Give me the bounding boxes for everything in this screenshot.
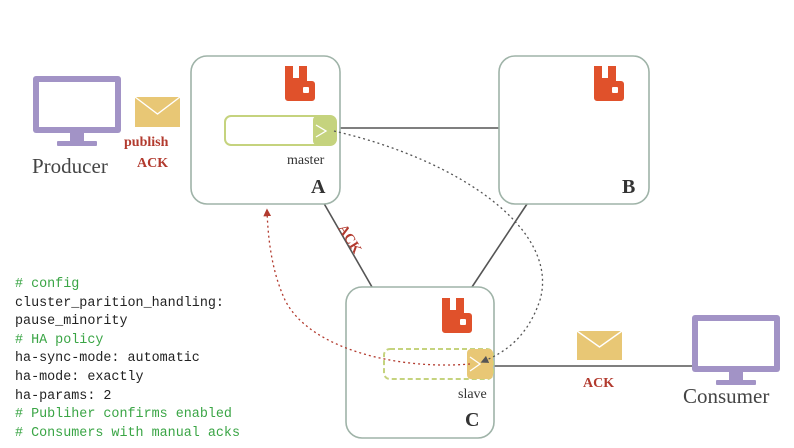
publish-label: publish [124,135,169,150]
slave-ack-arrow [263,208,471,366]
computer-icon [692,315,780,385]
producer-label: Producer [32,154,108,178]
config-line: ha-mode: exactly [15,369,144,385]
config-line: ha-params: 2 [15,388,112,404]
config-comment-line: # config [15,277,80,292]
config-line: ha-sync-mode: automatic [15,351,200,367]
replication-ack-label: ACK [335,222,364,256]
node-a-name: A [311,176,326,198]
config-lines: # config cluster_parition_handling: pause_… [15,276,240,443]
node-c-name: C [465,409,479,431]
config-comment-line: # HA policy [15,332,104,348]
slave-queue [383,348,494,380]
link-a-c [321,199,373,288]
computer-icon [33,76,121,146]
producer-ack-label: ACK [137,156,168,171]
consumer-ack-label: ACK [583,376,614,391]
node-a: master A [190,55,341,205]
master-queue [224,115,337,146]
config-comment-line: # Consumers with manual acks [15,425,240,441]
node-b: B [498,55,650,205]
node-c: slave C [345,286,495,439]
link-b-c [471,203,528,288]
envelope-icon [134,96,181,127]
replication-arrow [333,130,544,363]
config-line: pause_minority [15,314,128,330]
config-comment-line: # Publiher confirms enabled [15,407,232,423]
envelope-icon [576,330,623,360]
master-label: master [287,153,325,168]
slave-label: slave [458,387,487,402]
consumer: Consumer [683,315,780,408]
config-block: # config cluster_parition_handling: pause_… [15,276,240,443]
consumer-label: Consumer [683,384,769,408]
node-b-name: B [622,176,635,198]
producer: Producer [32,76,121,178]
config-line: cluster_parition_handling: [15,295,224,311]
